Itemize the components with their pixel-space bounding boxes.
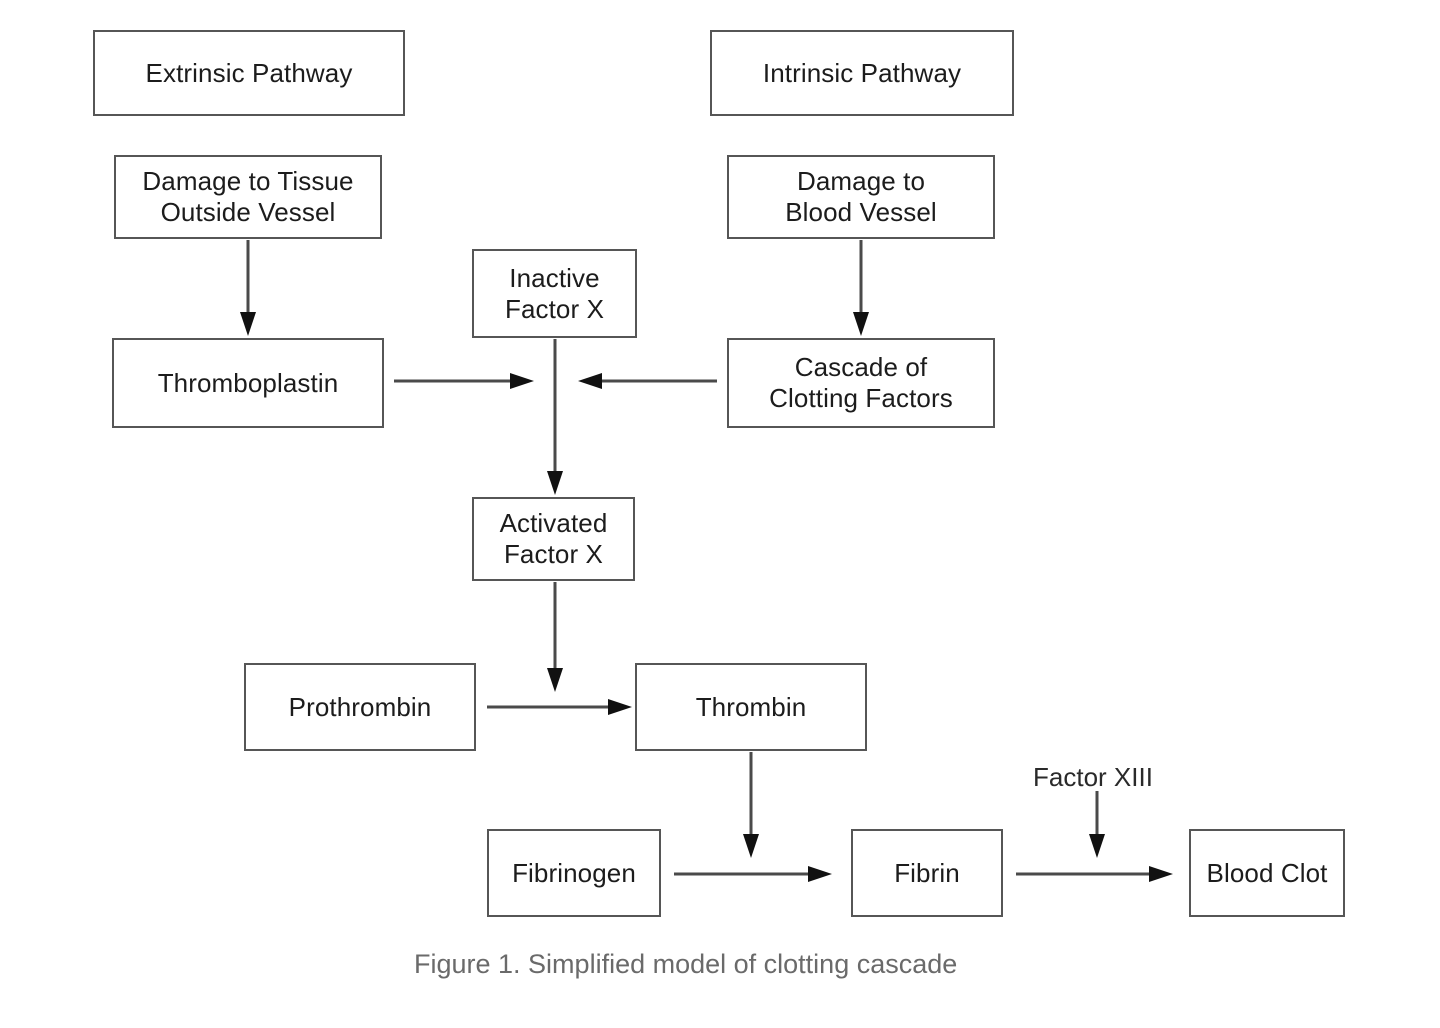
figure-caption: Figure 1. Simplified model of clotting c… xyxy=(414,949,958,979)
node-activated-factor-x[interactable]: Activated Factor X xyxy=(472,497,635,581)
arrow-fibrin-to-blood-clot xyxy=(1016,866,1173,882)
node-damage-to-blood-vessel[interactable]: Damage to Blood Vessel xyxy=(727,155,995,239)
arrow-prothrombin-to-thrombin xyxy=(487,699,632,715)
node-thromboplastin[interactable]: Thromboplastin xyxy=(112,338,384,428)
arrow-factor-xiii-to-blood-clot-axis xyxy=(1089,791,1105,858)
node-inactive-factor-x[interactable]: Inactive Factor X xyxy=(472,249,637,338)
arrow-cascade-to-factor-x xyxy=(578,373,717,389)
arrow-activated-factor-x-to-thrombin-axis xyxy=(547,582,563,692)
arrow-damage-tissue-to-thromboplastin xyxy=(240,240,256,336)
arrow-inactive-to-activated-factor-x xyxy=(547,339,563,495)
node-intrinsic-pathway[interactable]: Intrinsic Pathway xyxy=(710,30,1014,116)
node-fibrin[interactable]: Fibrin xyxy=(851,829,1003,917)
arrow-thrombin-to-fibrin-axis xyxy=(743,752,759,858)
arrow-fibrinogen-to-fibrin xyxy=(674,866,832,882)
node-blood-clot[interactable]: Blood Clot xyxy=(1189,829,1345,917)
node-fibrinogen[interactable]: Fibrinogen xyxy=(487,829,661,917)
arrow-damage-vessel-to-cascade xyxy=(853,240,869,336)
node-damage-to-tissue-outside-vessel[interactable]: Damage to Tissue Outside Vessel xyxy=(114,155,382,239)
node-prothrombin[interactable]: Prothrombin xyxy=(244,663,476,751)
node-cascade-of-clotting-factors[interactable]: Cascade of Clotting Factors xyxy=(727,338,995,428)
node-thrombin[interactable]: Thrombin xyxy=(635,663,867,751)
label-factor-xiii: Factor XIII xyxy=(1033,762,1153,792)
arrow-thromboplastin-to-factor-x xyxy=(394,373,534,389)
node-extrinsic-pathway[interactable]: Extrinsic Pathway xyxy=(93,30,405,116)
